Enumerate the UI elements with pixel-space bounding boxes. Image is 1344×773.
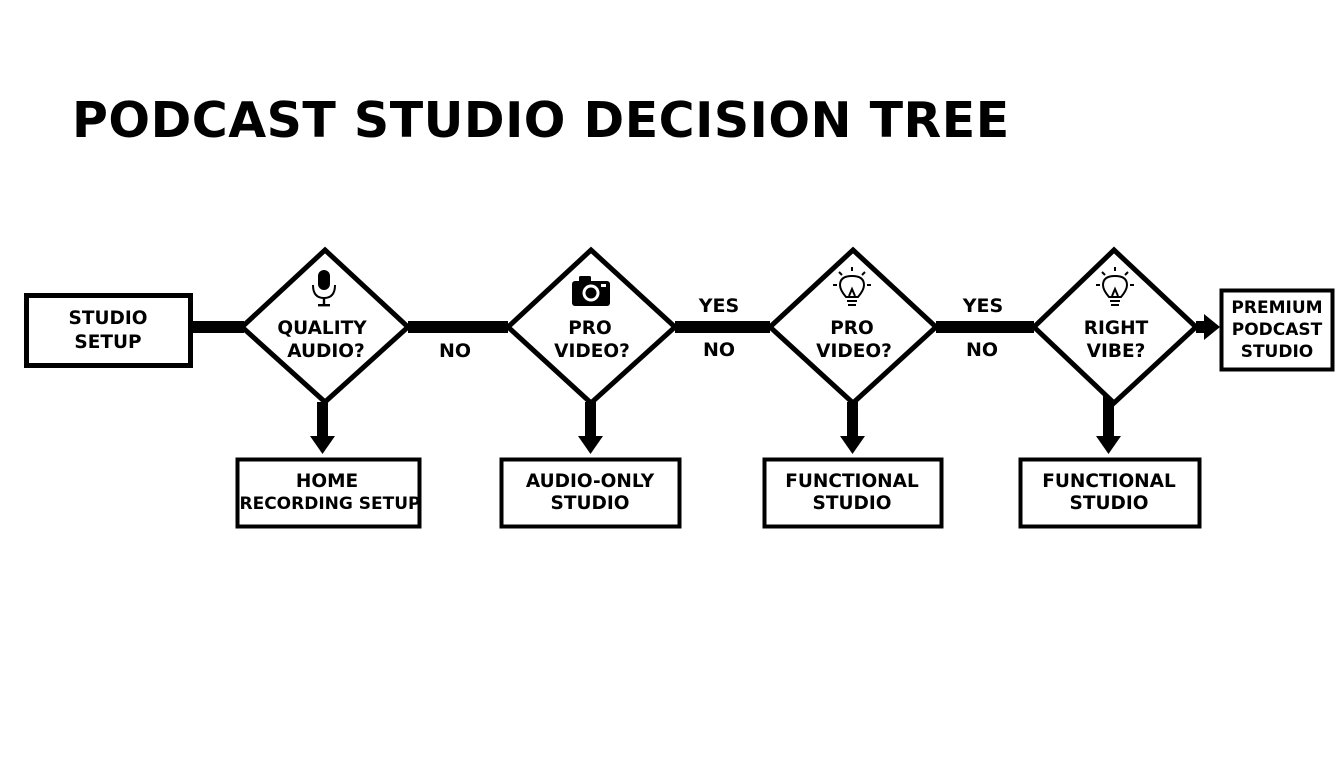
down-arrows	[310, 395, 1121, 454]
outcome-audio-only: AUDIO-ONLY STUDIO	[499, 457, 682, 529]
decision-pro-video-1: PRO VIDEO?	[504, 246, 679, 407]
outcome-3-label-line-2: STUDIO	[813, 493, 892, 514]
final-label-line-3: STUDIO	[1241, 342, 1314, 362]
connector-d3-to-d4	[936, 321, 1034, 333]
edge-label-d2-no: NO	[703, 339, 735, 361]
decision-pro-video-2: PRO VIDEO?	[766, 246, 940, 407]
final-label-line-2: PODCAST	[1232, 320, 1323, 340]
edge-label-d1-no: NO	[439, 340, 471, 362]
microphone-icon	[312, 270, 336, 307]
outcome-2-label-line-2: STUDIO	[551, 493, 630, 514]
start-node: STUDIO SETUP	[24, 293, 193, 368]
decision-2-label-line-2: VIDEO?	[554, 341, 630, 362]
final-label-line-1: PREMIUM	[1231, 298, 1322, 318]
arrow-d3-to-o3	[840, 402, 865, 454]
edge-label-d3-yes: YES	[962, 295, 1003, 317]
start-label-line-2: SETUP	[74, 332, 141, 353]
final-node: PREMIUM PODCAST STUDIO	[1219, 288, 1335, 372]
decision-3-label-line-2: VIDEO?	[816, 341, 892, 362]
outcome-functional-2: FUNCTIONAL STUDIO	[1018, 457, 1202, 529]
lightbulb-icon	[833, 267, 871, 306]
decision-4-label-line-1: RIGHT	[1084, 318, 1149, 339]
connector-d2-to-d3	[675, 321, 770, 333]
arrow-d1-to-o1	[310, 402, 335, 454]
decision-1-label-line-1: QUALITY	[277, 318, 367, 339]
outcome-2-label-line-1: AUDIO-ONLY	[526, 471, 655, 492]
decision-right-vibe: RIGHT VIBE?	[1030, 246, 1200, 407]
connector-d1-to-d2	[408, 321, 508, 333]
decision-4-label-line-2: VIBE?	[1087, 341, 1146, 362]
lightbulb-icon	[1096, 267, 1134, 306]
main-flow-connectors	[190, 314, 1220, 340]
edge-label-d2-yes: YES	[698, 295, 739, 317]
outcome-home-recording: HOME RECORDING SETUP	[235, 457, 422, 529]
start-label-line-1: STUDIO	[69, 308, 148, 329]
decision-quality-audio: QUALITY AUDIO?	[238, 246, 412, 406]
arrow-d2-to-o2	[578, 402, 603, 454]
decision-1-label-line-2: AUDIO?	[287, 341, 364, 362]
outcome-functional-1: FUNCTIONAL STUDIO	[762, 457, 944, 529]
edge-label-d3-no: NO	[966, 339, 998, 361]
decision-3-label-line-1: PRO	[830, 318, 874, 339]
connector-d4-to-final	[1196, 321, 1206, 333]
outcome-4-label-line-2: STUDIO	[1070, 493, 1149, 514]
outcome-1-label-line-1: HOME	[296, 471, 358, 492]
connector-start-to-d1	[190, 321, 244, 333]
arrowhead-to-final	[1204, 314, 1220, 340]
decision-2-label-line-1: PRO	[568, 318, 612, 339]
arrow-d4-to-o4	[1096, 395, 1121, 454]
outcome-1-label-line-2: RECORDING SETUP	[240, 494, 421, 514]
page-title: PODCAST STUDIO DECISION TREE	[72, 92, 1010, 149]
outcome-4-label-line-1: FUNCTIONAL	[1042, 471, 1176, 492]
camera-icon	[572, 276, 610, 306]
outcome-3-label-line-1: FUNCTIONAL	[785, 471, 919, 492]
